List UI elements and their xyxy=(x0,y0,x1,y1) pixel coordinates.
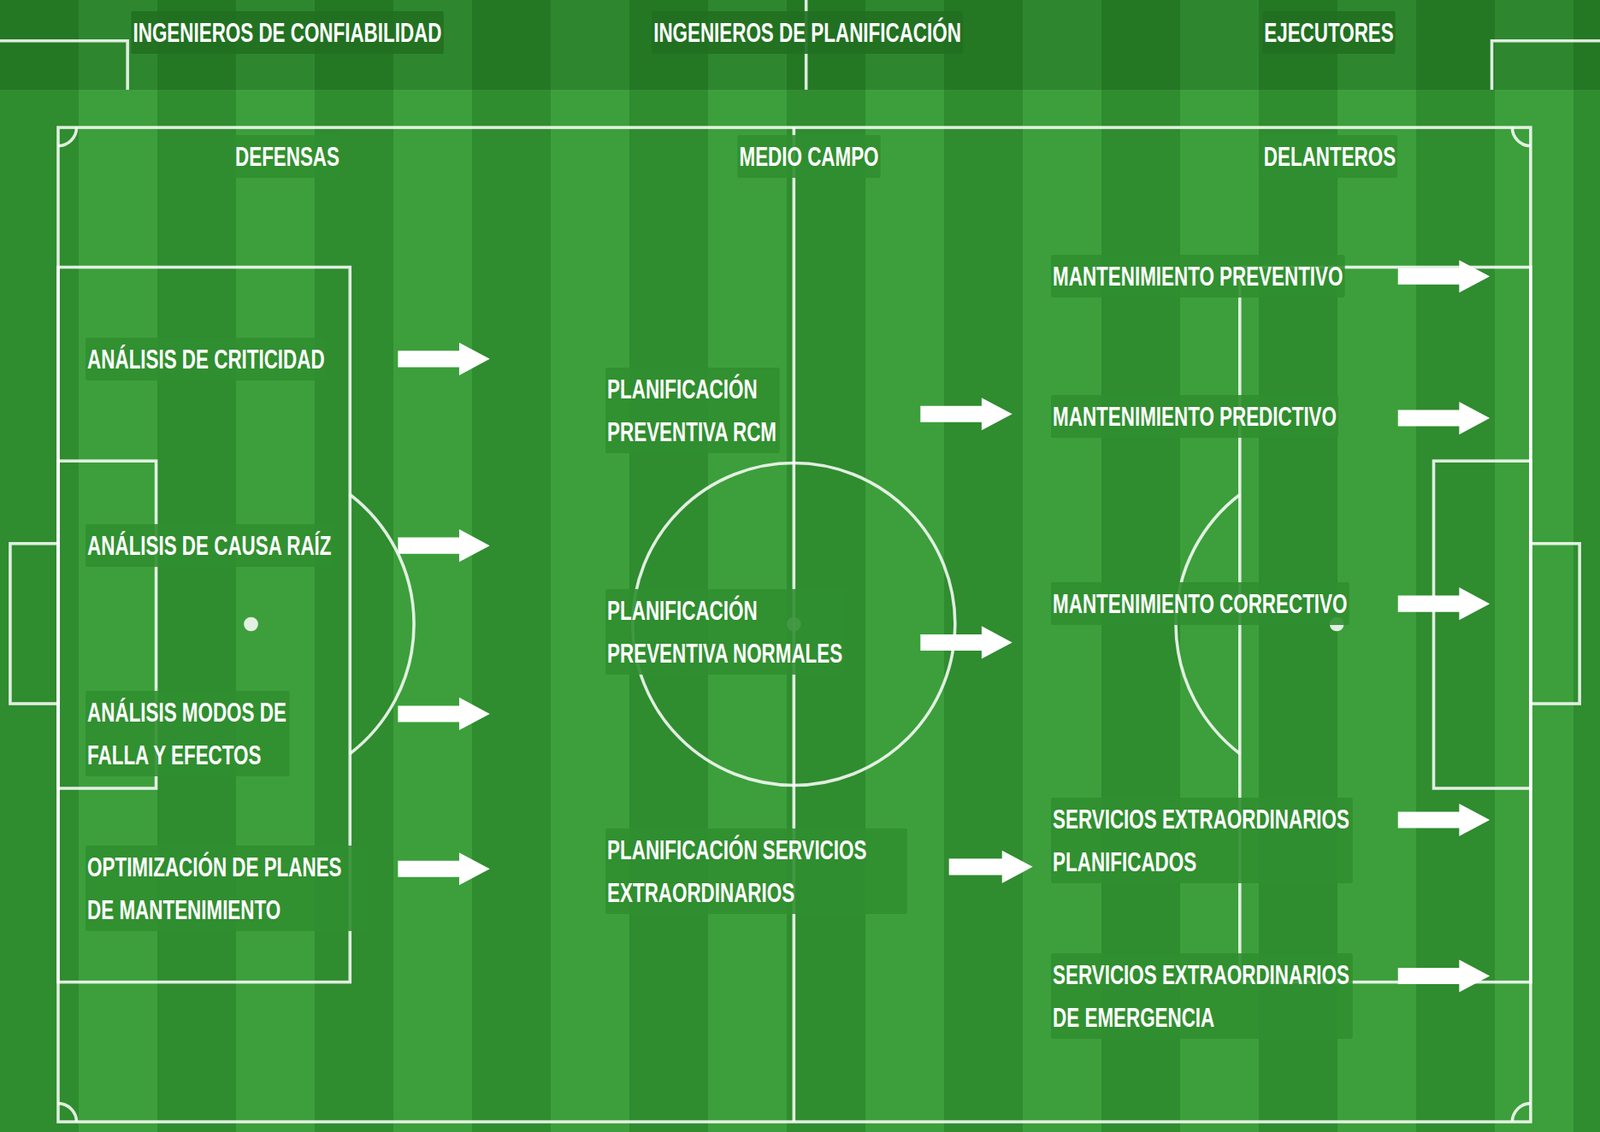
role-heading: INGENIEROS DE PLANIFICACIÓN xyxy=(651,11,963,54)
field-label: PLANIFICACIÓN PREVENTIVA NORMALES xyxy=(605,589,846,675)
arrow xyxy=(949,850,1034,884)
field-line xyxy=(1492,41,1600,90)
arrow xyxy=(1398,959,1490,992)
arrow xyxy=(397,342,490,376)
arrow xyxy=(397,697,490,731)
arrow xyxy=(920,625,1012,659)
goal xyxy=(10,543,59,704)
corner-arc xyxy=(58,127,77,146)
corner-arc xyxy=(1511,127,1530,146)
field-label: PLANIFICACIÓN SERVICIOS EXTRAORDINARIOS xyxy=(605,828,908,915)
field-label: DELANTEROS xyxy=(1262,135,1399,178)
field-line xyxy=(0,41,128,90)
field-label: ANÁLISIS DE CAUSA RAÍZ xyxy=(85,524,334,567)
field-label: MANTENIMIENTO PREVENTIVO xyxy=(1050,254,1346,298)
role-heading: INGENIEROS DE CONFIABILIDAD xyxy=(130,11,443,54)
top-band xyxy=(0,0,1600,90)
field-label: ANÁLISIS DE CRITICIDAD xyxy=(85,337,327,381)
field-label: MANTENIMIENTO CORRECTIVO xyxy=(1050,582,1350,626)
arrow xyxy=(1398,401,1490,435)
arrows xyxy=(397,259,1490,992)
role-heading: EJECUTORES xyxy=(1262,11,1396,54)
arrow xyxy=(1398,587,1490,620)
touch-line xyxy=(58,127,1531,1122)
goal-box xyxy=(1434,460,1531,789)
field-label: SERVICIOS EXTRAORDINARIOS PLANIFICADOS xyxy=(1050,797,1353,884)
corner-arc xyxy=(58,1104,77,1122)
arrow xyxy=(920,397,1012,431)
field-label: PLANIFICACIÓN PREVENTIVA RCM xyxy=(605,367,780,454)
arrow xyxy=(1398,259,1490,293)
arrow xyxy=(397,529,490,562)
arrow xyxy=(1398,803,1490,837)
arrow xyxy=(397,852,490,886)
field-label: ANÁLISIS MODOS DE FALLA Y EFECTOS xyxy=(85,690,290,777)
field-label: OPTIMIZACIÓN DE PLANES DE MANTENIMIENTO xyxy=(85,845,367,932)
goal xyxy=(1530,543,1580,704)
corner-arc xyxy=(1511,1104,1530,1122)
field-label: MEDIO CAMPO xyxy=(737,135,880,178)
field-label: DEFENSAS xyxy=(233,135,342,178)
field-label: MANTENIMIENTO PREDICTIVO xyxy=(1050,395,1339,438)
penalty-spot xyxy=(243,617,259,632)
field-label: SERVICIOS EXTRAORDINARIOS DE EMERGENCIA xyxy=(1050,953,1353,1040)
